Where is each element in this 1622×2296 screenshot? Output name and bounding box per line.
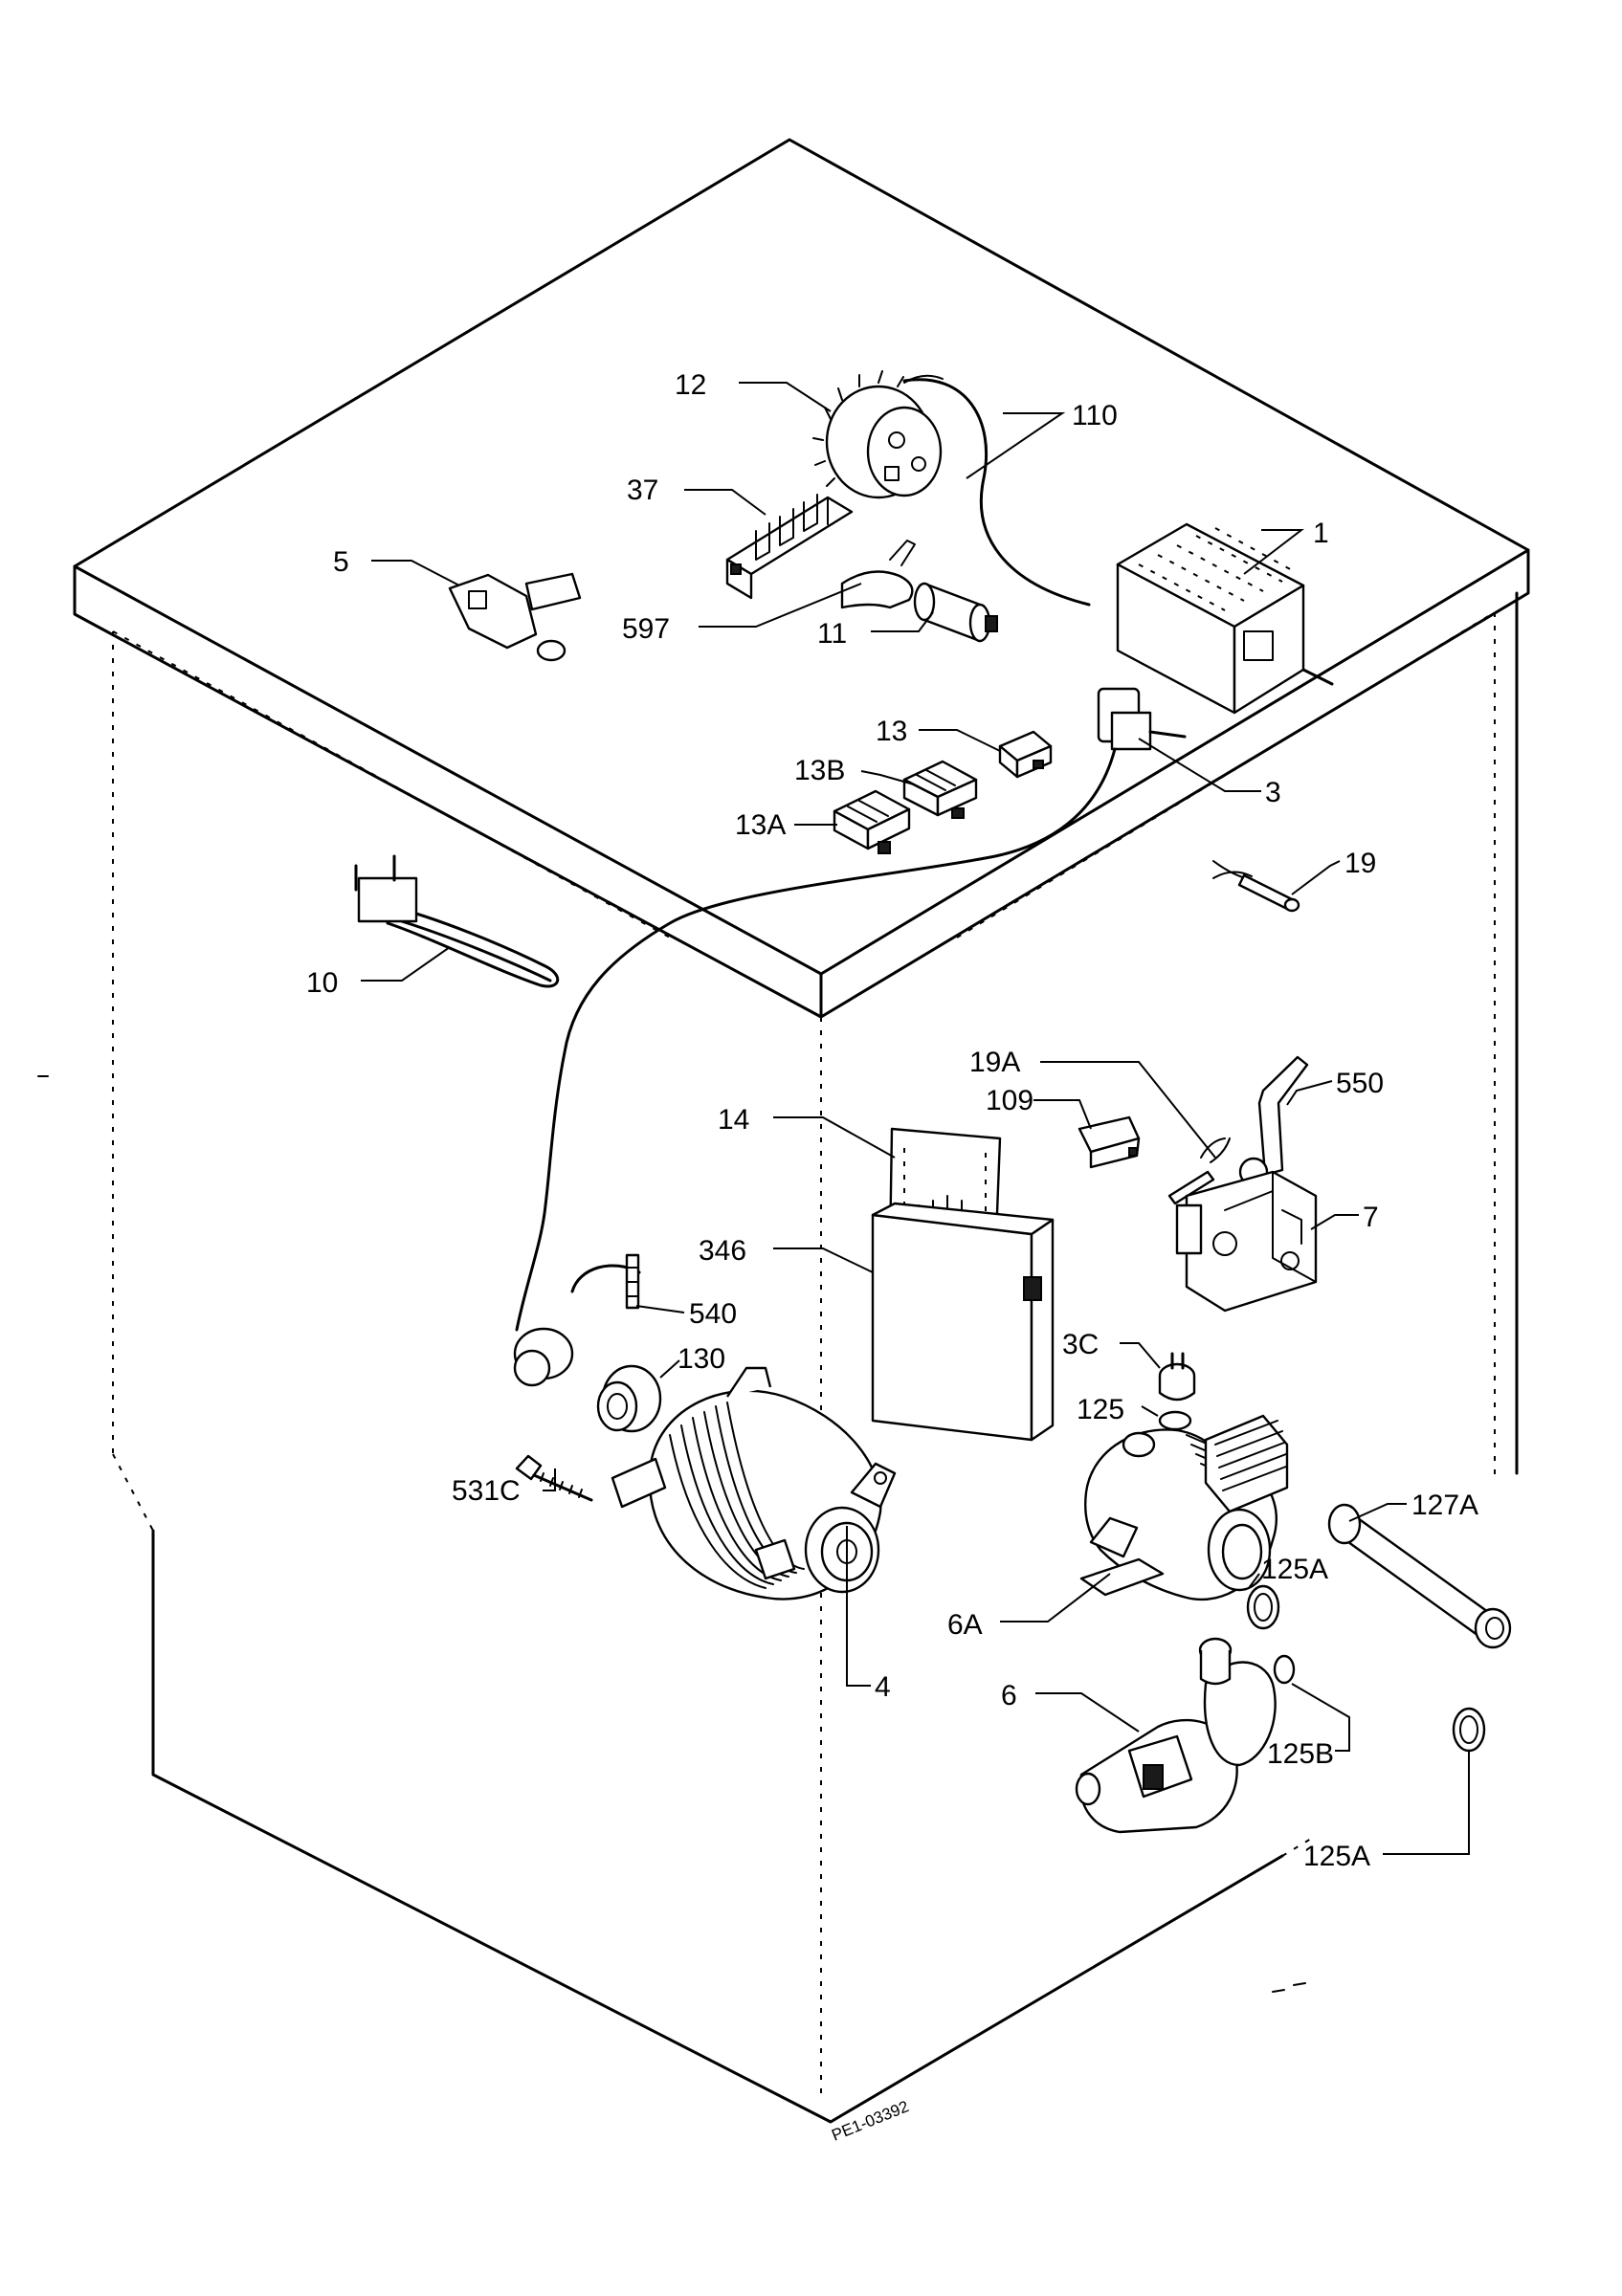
label-127a: 127A xyxy=(1411,1490,1478,1521)
label-7: 7 xyxy=(1363,1202,1379,1233)
label-531c: 531C xyxy=(452,1475,521,1507)
part-37-connector-strip xyxy=(725,494,854,600)
cabinet-outline xyxy=(37,138,1530,2124)
label-109: 109 xyxy=(986,1085,1033,1116)
part-125-seal xyxy=(1158,1410,1192,1431)
part-5-valve xyxy=(448,572,582,662)
label-540: 540 xyxy=(689,1298,737,1330)
part-11-capacitor xyxy=(913,582,998,643)
part-531c-screw xyxy=(515,1454,593,1502)
label-19: 19 xyxy=(1344,848,1376,879)
part-125b-seal xyxy=(1273,1654,1296,1685)
drawing-code: PE1-03392 xyxy=(829,2097,911,2144)
label-11: 11 xyxy=(817,618,847,650)
label-13: 13 xyxy=(876,716,907,747)
leader-lines xyxy=(361,382,1470,1855)
part-10-heater xyxy=(354,854,559,988)
label-5: 5 xyxy=(333,546,349,578)
part-13-connector xyxy=(998,730,1053,779)
part-550-lever xyxy=(1238,1055,1309,1187)
label-4: 4 xyxy=(875,1671,891,1703)
label-110: 110 xyxy=(1072,400,1118,431)
label-125b: 125B xyxy=(1267,1738,1334,1770)
label-3c: 3C xyxy=(1062,1329,1099,1360)
cable-grommet xyxy=(513,1327,574,1387)
label-19a: 19A xyxy=(969,1047,1020,1078)
label-1: 1 xyxy=(1313,518,1329,549)
part-7-door-lock xyxy=(1175,1170,1318,1313)
part-3-switch xyxy=(515,687,1187,1332)
part-13a-connector xyxy=(833,789,911,854)
label-13a: 13A xyxy=(735,809,786,841)
part-130-bush xyxy=(596,1364,662,1433)
label-346: 346 xyxy=(699,1235,746,1267)
part-6-drain-pump xyxy=(1075,1637,1277,1834)
label-3: 3 xyxy=(1265,777,1281,808)
part-1-module xyxy=(1116,522,1334,715)
part-597-clip xyxy=(840,540,916,609)
part-4-motor xyxy=(611,1366,897,1601)
label-13b: 13B xyxy=(794,755,845,786)
part-127a-pipe xyxy=(1327,1503,1512,1649)
part-12-timer-knob xyxy=(812,370,944,499)
part-346-drawer-housing xyxy=(871,1202,1055,1442)
part-125a-seal-top xyxy=(1246,1584,1280,1630)
label-10: 10 xyxy=(306,967,338,999)
label-550: 550 xyxy=(1336,1068,1384,1099)
part-110-tube xyxy=(902,378,1091,607)
label-125a-bottom: 125A xyxy=(1303,1841,1370,1872)
label-6a: 6A xyxy=(947,1609,983,1641)
part-3c-pressure-switch xyxy=(1158,1352,1196,1402)
label-6: 6 xyxy=(1001,1680,1017,1711)
label-130: 130 xyxy=(678,1343,725,1375)
part-13b-connector xyxy=(902,760,978,819)
label-14: 14 xyxy=(718,1104,749,1136)
part-540-clamp xyxy=(570,1253,641,1310)
part-19-sensor xyxy=(1212,860,1300,913)
label-125a-top: 125A xyxy=(1261,1554,1328,1585)
part-125a-seal-bottom xyxy=(1452,1707,1486,1753)
part-109-cover xyxy=(1078,1115,1141,1169)
part-19a-sensor xyxy=(1167,1137,1231,1205)
label-12: 12 xyxy=(675,369,706,401)
label-125: 125 xyxy=(1077,1394,1124,1425)
label-597: 597 xyxy=(622,613,670,645)
label-37: 37 xyxy=(627,475,658,506)
part-6a-pump-housing xyxy=(1079,1414,1289,1601)
